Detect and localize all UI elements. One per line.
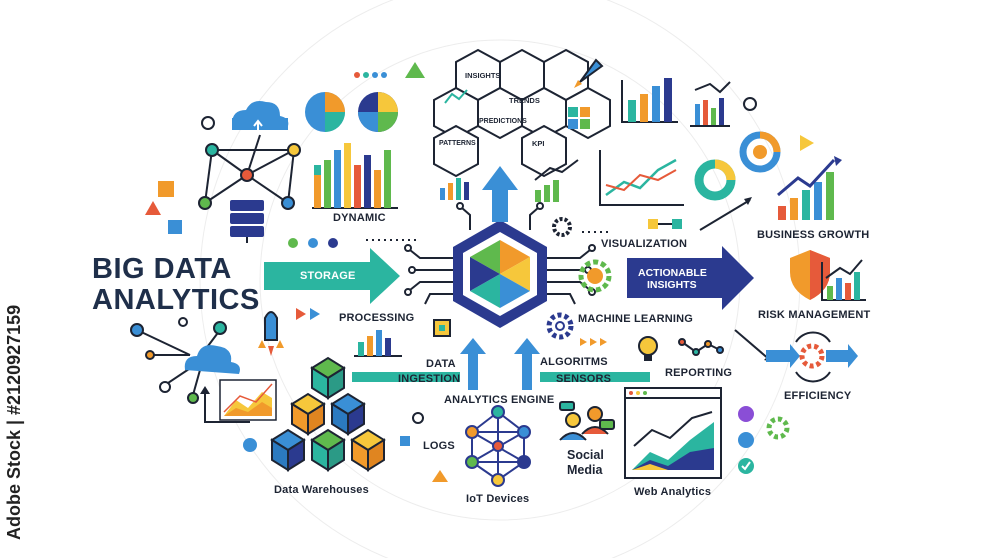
lightbulb-icon — [638, 336, 658, 361]
data-ingestion-arrows — [352, 338, 650, 390]
donut-chart-icon — [694, 131, 781, 201]
hexagon-grid — [433, 48, 611, 178]
dots-row-2 — [288, 238, 338, 248]
web-analytics-window — [624, 387, 722, 479]
pie-chart-icons — [305, 92, 398, 132]
shield-icon — [790, 250, 830, 300]
label-media: Media — [567, 463, 603, 477]
gear-icon-small — [552, 217, 572, 237]
label-efficiency: EFFICIENCY — [784, 390, 852, 402]
label-insights: INSIGHTS — [647, 279, 697, 291]
risk-bar-chart — [821, 259, 866, 301]
dynamic-bar-chart — [312, 143, 398, 209]
label-dynamic: DYNAMIC — [333, 212, 386, 224]
label-iot-devices: IoT Devices — [466, 493, 530, 505]
label-storage: STORAGE — [300, 270, 356, 282]
area-chart-left — [219, 379, 277, 421]
gear-icon-bottom — [766, 416, 790, 440]
chip-icon — [433, 319, 451, 337]
upward-arrow-center — [482, 166, 518, 222]
small-bars-mid — [440, 178, 469, 200]
label-business-growth: BUSINESS GROWTH — [757, 229, 870, 241]
data-warehouse-cubes — [270, 356, 386, 472]
rocket-icon-left — [258, 311, 284, 356]
label-risk-management: RISK MANAGEMENT — [758, 309, 871, 321]
dots-row — [354, 72, 387, 78]
analytics-core-hexagon — [453, 220, 547, 328]
hex-term-insights: INSIGHTS — [465, 71, 501, 80]
label-reporting: REPORTING — [665, 367, 733, 379]
label-web-analytics: Web Analytics — [634, 486, 712, 498]
processing-bar-chart — [354, 330, 402, 357]
puzzle-icon — [568, 107, 590, 129]
label-data: DATA — [426, 358, 456, 370]
storage-arrow — [264, 248, 400, 304]
rocket-icon-top — [574, 58, 604, 88]
circuit-nodes — [404, 202, 596, 296]
label-sensors: SENSORS — [556, 373, 612, 385]
small-trend-chart — [534, 159, 579, 202]
business-growth-icon — [777, 156, 842, 220]
hex-term-trends: TRENDS — [509, 96, 540, 105]
reporting-line-icon — [678, 338, 724, 356]
hex-term-predictions: PREDICTIONS — [479, 118, 527, 125]
trend-line-chart — [599, 150, 684, 206]
watermark-text: Adobe Stock | #2120927159 — [4, 304, 24, 540]
bar-chart-top-right-2 — [690, 81, 731, 127]
label-ingestion: INGESTION — [398, 373, 461, 385]
social-media-icon — [559, 401, 615, 441]
page-title-line-1: BIG DATA — [92, 253, 232, 285]
bar-chart-top-right — [621, 78, 678, 123]
page-title-line-2: ANALYTICS — [92, 284, 260, 316]
gear-icon-large — [578, 259, 612, 293]
actionable-insights-arrow — [627, 246, 754, 310]
side-status-icons — [738, 406, 754, 474]
label-machine-learning: MACHINE LEARNING — [578, 313, 694, 325]
hex-term-patterns: PATTERNS — [439, 140, 476, 147]
label-analytics-engine: ANALYTICS ENGINE — [444, 394, 555, 406]
label-actionable: ACTIONABLE — [638, 267, 707, 279]
label-processing: PROCESSING — [339, 312, 415, 324]
label-algoritms: ALGORITMS — [540, 356, 608, 368]
label-data-warehouses: Data Warehouses — [274, 484, 369, 496]
gear-icon-top-right — [753, 145, 767, 159]
label-social: Social — [567, 448, 604, 462]
label-visualization: VISUALIZATION — [601, 238, 688, 250]
circuit-lines — [409, 207, 591, 305]
label-logs: LOGS — [423, 440, 455, 452]
iot-network-icon — [465, 405, 531, 487]
hex-term-kpi: KPI — [532, 139, 545, 148]
gear-icon-ml — [546, 312, 574, 340]
cloud-network-icon — [198, 101, 301, 243]
efficiency-gear-arrows — [766, 331, 858, 383]
